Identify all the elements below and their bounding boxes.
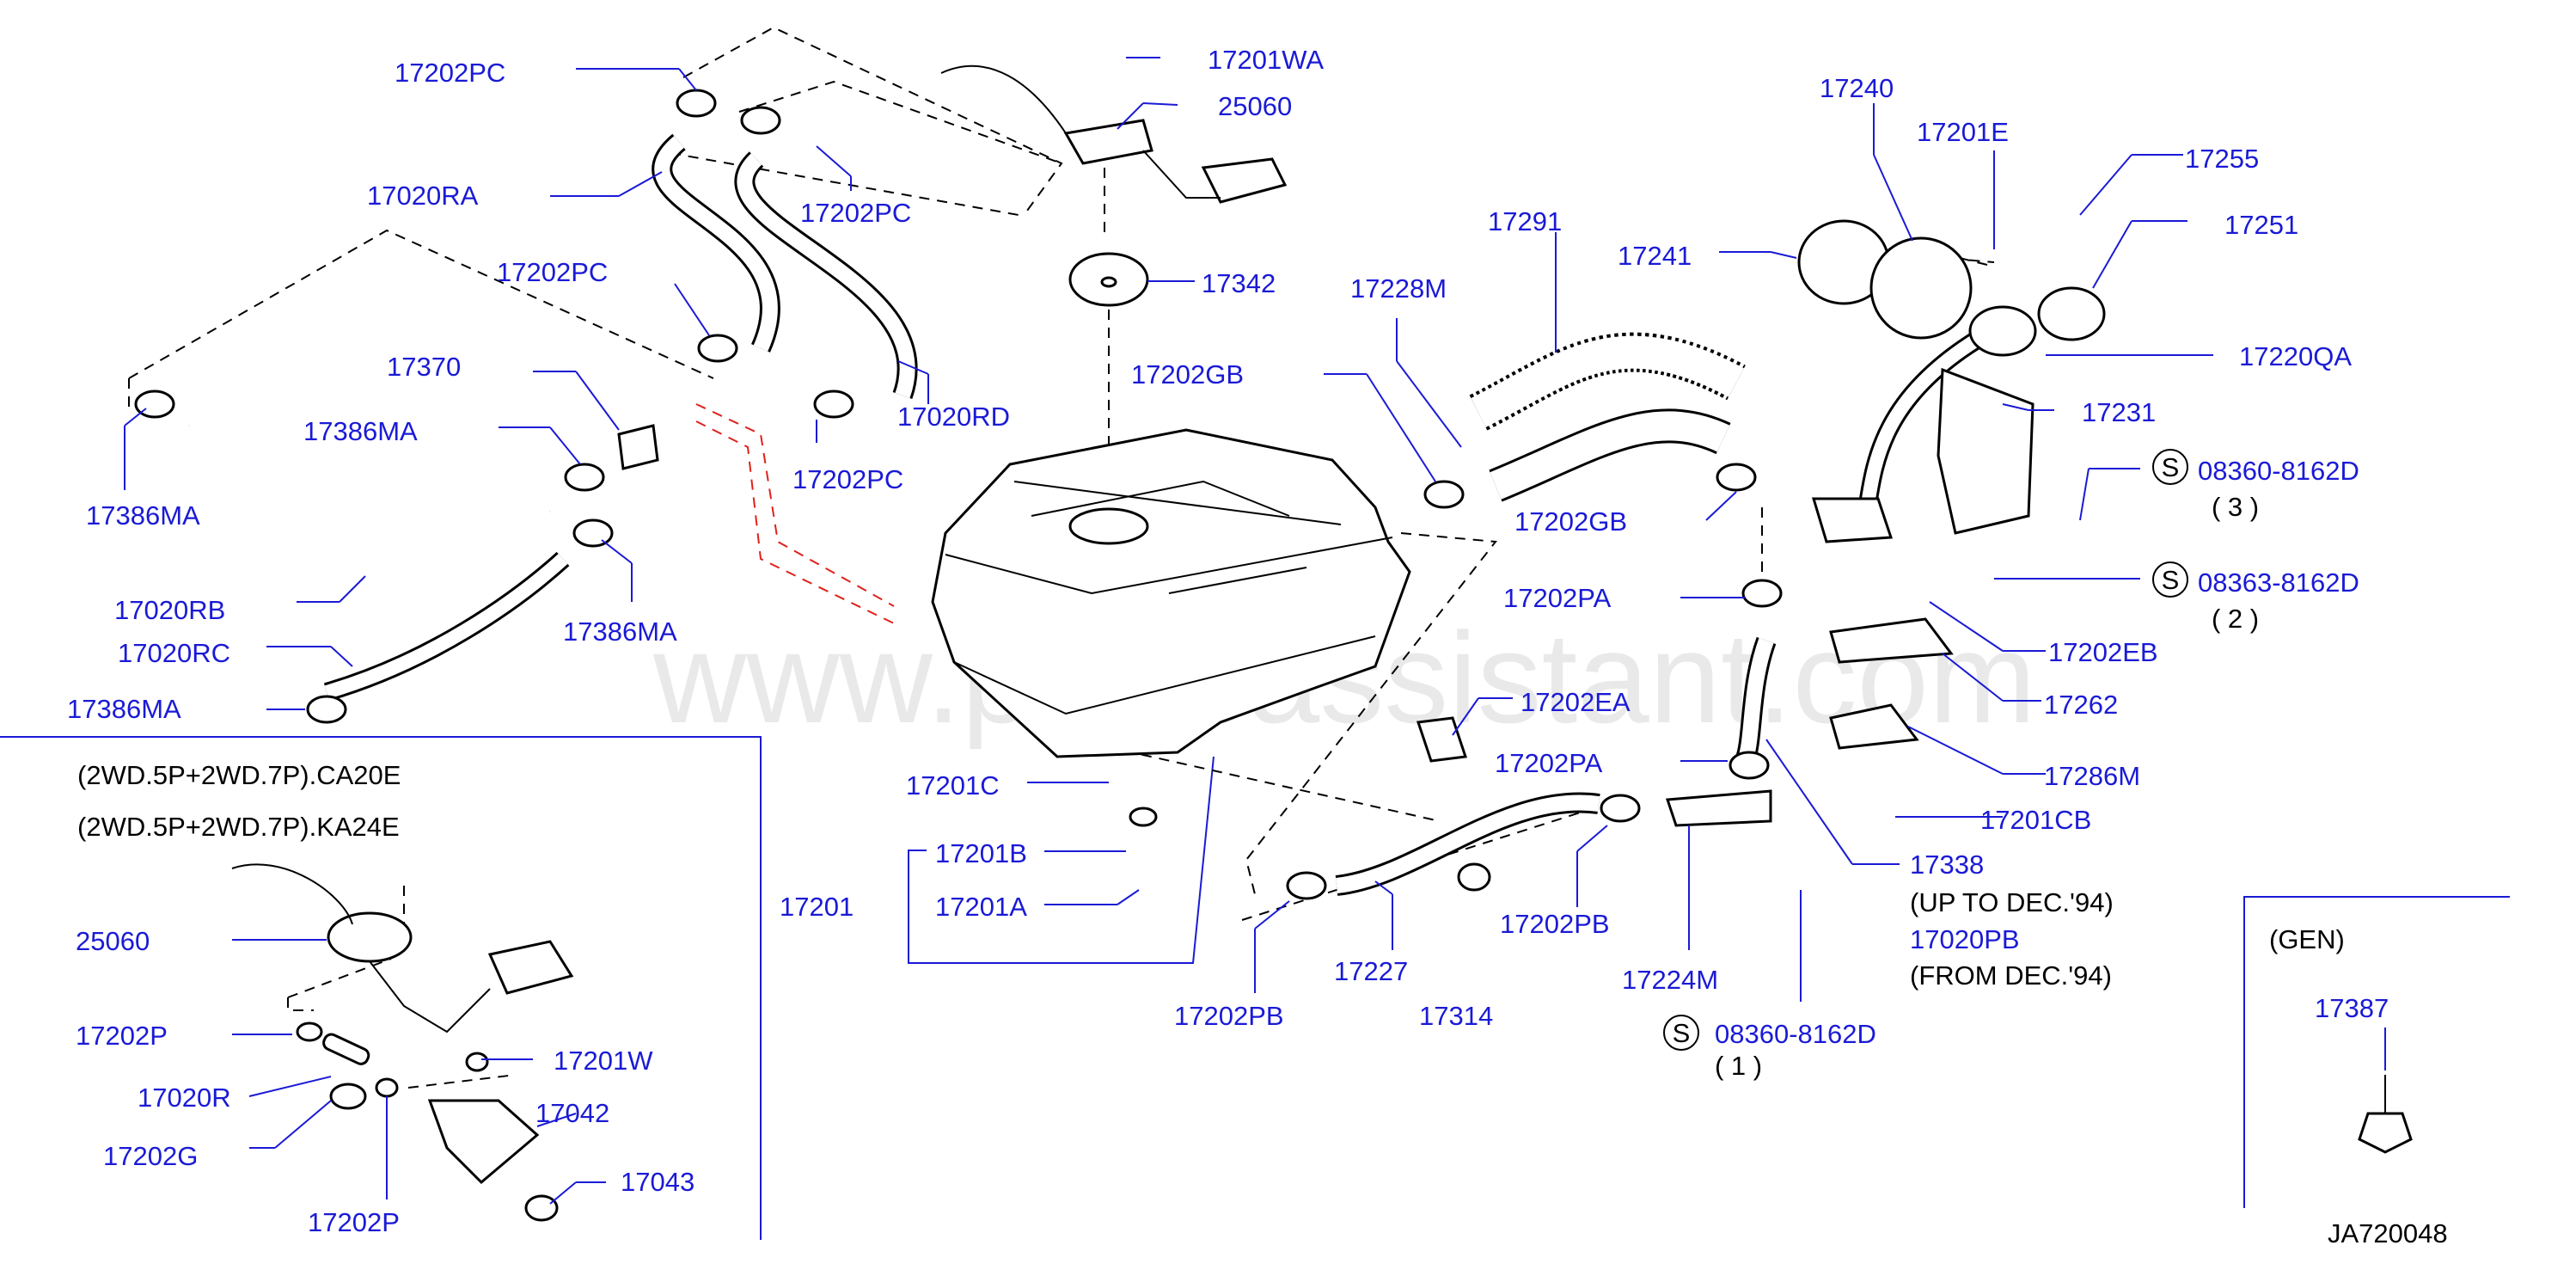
s-symbols: S S S [1663,449,2188,1051]
label-08360-8162d-a: 08360-8162D [2198,456,2359,486]
label-17240: 17240 [1820,73,1894,103]
label-17387: 17387 [2315,993,2389,1023]
label-17386ma-c: 17386MA [563,617,677,647]
diagram-code: JA720048 [2328,1218,2448,1248]
label-17201: 17201 [780,892,854,922]
label-17202pa-a: 17202PA [1503,583,1612,613]
label-17020rb: 17020RB [114,595,225,625]
label-17202pc-c: 17202PC [497,257,608,287]
label-17202p-b: 17202P [308,1207,400,1237]
note-variant-ka24e: (2WD.5P+2WD.7P).KA24E [77,812,400,842]
label-17020rd: 17020RD [897,402,1010,432]
label-17202pb-b: 17202PB [1174,1001,1284,1031]
label-08360-8162d-b: 08360-8162D [1715,1019,1876,1049]
label-17202g: 17202G [103,1141,198,1171]
s-circle-3 [1663,1015,1699,1051]
qty-08360-b: ( 1 ) [1715,1051,1762,1081]
label-17386ma-d: 17386MA [67,694,181,724]
label-17201cb: 17201CB [1980,805,2091,835]
label-17370: 17370 [387,352,461,382]
label-17020pb: 17020PB [1910,924,2020,954]
label-17338: 17338 [1910,850,1984,880]
label-17201w: 17201W [554,1046,653,1076]
note-from-dec-94: (FROM DEC.'94) [1910,960,2112,991]
fastener-17387 [2358,1075,2413,1154]
label-17228m: 17228M [1350,273,1447,304]
clamps [134,89,1783,900]
label-17255: 17255 [2185,144,2259,174]
label-17043: 17043 [621,1167,694,1197]
label-17202pb-a: 17202PB [1500,909,1610,939]
label-17202pc-d: 17202PC [792,464,903,494]
qty-08363: ( 2 ) [2212,604,2259,634]
filler-neck [1797,219,2106,750]
fuel-pump-assembly [940,64,1288,307]
label-17386ma-a: 17386MA [303,416,418,446]
label-17020r: 17020R [138,1083,231,1113]
note-gen: (GEN) [2269,924,2345,954]
label-17202pa-b: 17202PA [1495,748,1603,778]
label-17201b: 17201B [935,838,1027,868]
s-symbol-3: S [1673,1018,1691,1048]
label-25060-a: 25060 [1218,91,1292,121]
label-17202ea: 17202EA [1521,687,1631,717]
s-circle-1 [2152,449,2188,485]
label-17201a: 17201A [935,892,1027,922]
fuel-tank [931,428,1411,758]
label-17241: 17241 [1618,241,1692,271]
label-17202eb: 17202EB [2048,637,2158,667]
fuel-pump-variant [231,863,574,1222]
label-17231: 17231 [2082,397,2156,427]
s-symbol-1: S [2162,452,2180,482]
label-17251: 17251 [2224,210,2298,240]
label-17201e: 17201E [1917,117,2009,147]
label-17202pc-b: 17202PC [800,198,911,228]
label-17220qa: 17220QA [2239,341,2352,371]
label-17202gb-b: 17202GB [1514,506,1627,537]
label-17201wa: 17201WA [1208,45,1324,75]
label-17262: 17262 [2044,690,2118,720]
note-up-to-dec-94: (UP TO DEC.'94) [1910,887,2114,917]
label-17202p-a: 17202P [76,1021,168,1051]
note-variant-ca20e: (2WD.5P+2WD.7P).CA20E [77,760,401,790]
s-circle-2 [2152,561,2188,598]
label-17202gb-a: 17202GB [1131,359,1244,390]
label-17314: 17314 [1419,1001,1493,1031]
part-labels: 17202PC 17201WA 25060 17202PC 17020RA 17… [67,45,2448,1248]
frames [0,736,2510,1240]
label-17227: 17227 [1334,956,1408,986]
label-17020rc: 17020RC [118,638,230,668]
label-08363-8162d: 08363-8162D [2198,567,2359,598]
s-symbol-2: S [2162,565,2180,595]
label-17286m: 17286M [2044,761,2140,791]
label-17291: 17291 [1488,206,1562,236]
label-17342: 17342 [1202,268,1276,298]
qty-08360-a: ( 3 ) [2212,492,2259,522]
label-17386ma-b: 17386MA [86,500,200,531]
label-25060-b: 25060 [76,926,150,956]
label-17020ra: 17020RA [367,181,479,211]
label-17224m: 17224M [1622,965,1718,995]
leader-lines [124,57,2386,1205]
label-17201c: 17201C [906,770,1000,801]
label-17042: 17042 [535,1098,609,1128]
label-17202pc-a: 17202PC [395,58,505,88]
